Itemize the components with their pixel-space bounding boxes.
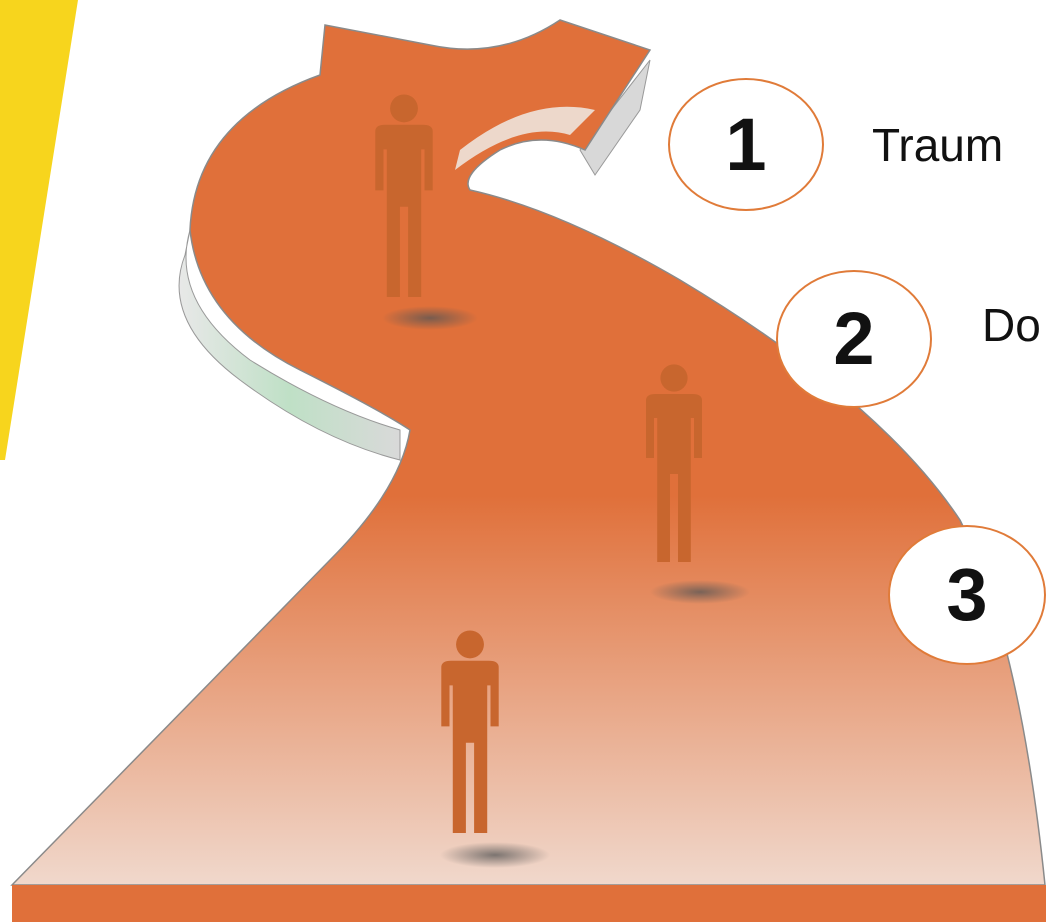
step-3-circle: 3 [888, 525, 1046, 665]
step-1-label: Traum [872, 118, 1003, 172]
step-2-number: 2 [833, 302, 874, 376]
step-1-circle: 1 [668, 78, 824, 211]
step-3-number: 3 [946, 558, 987, 632]
yellow-accent-bar [0, 0, 78, 460]
person-shadow [382, 306, 478, 330]
step-1-number: 1 [725, 108, 766, 182]
person-shadow [440, 842, 550, 868]
step-2-circle: 2 [776, 270, 932, 408]
step-2-label: Do [982, 298, 1041, 352]
road-front-base [12, 885, 1046, 922]
person-shadow [650, 580, 750, 604]
